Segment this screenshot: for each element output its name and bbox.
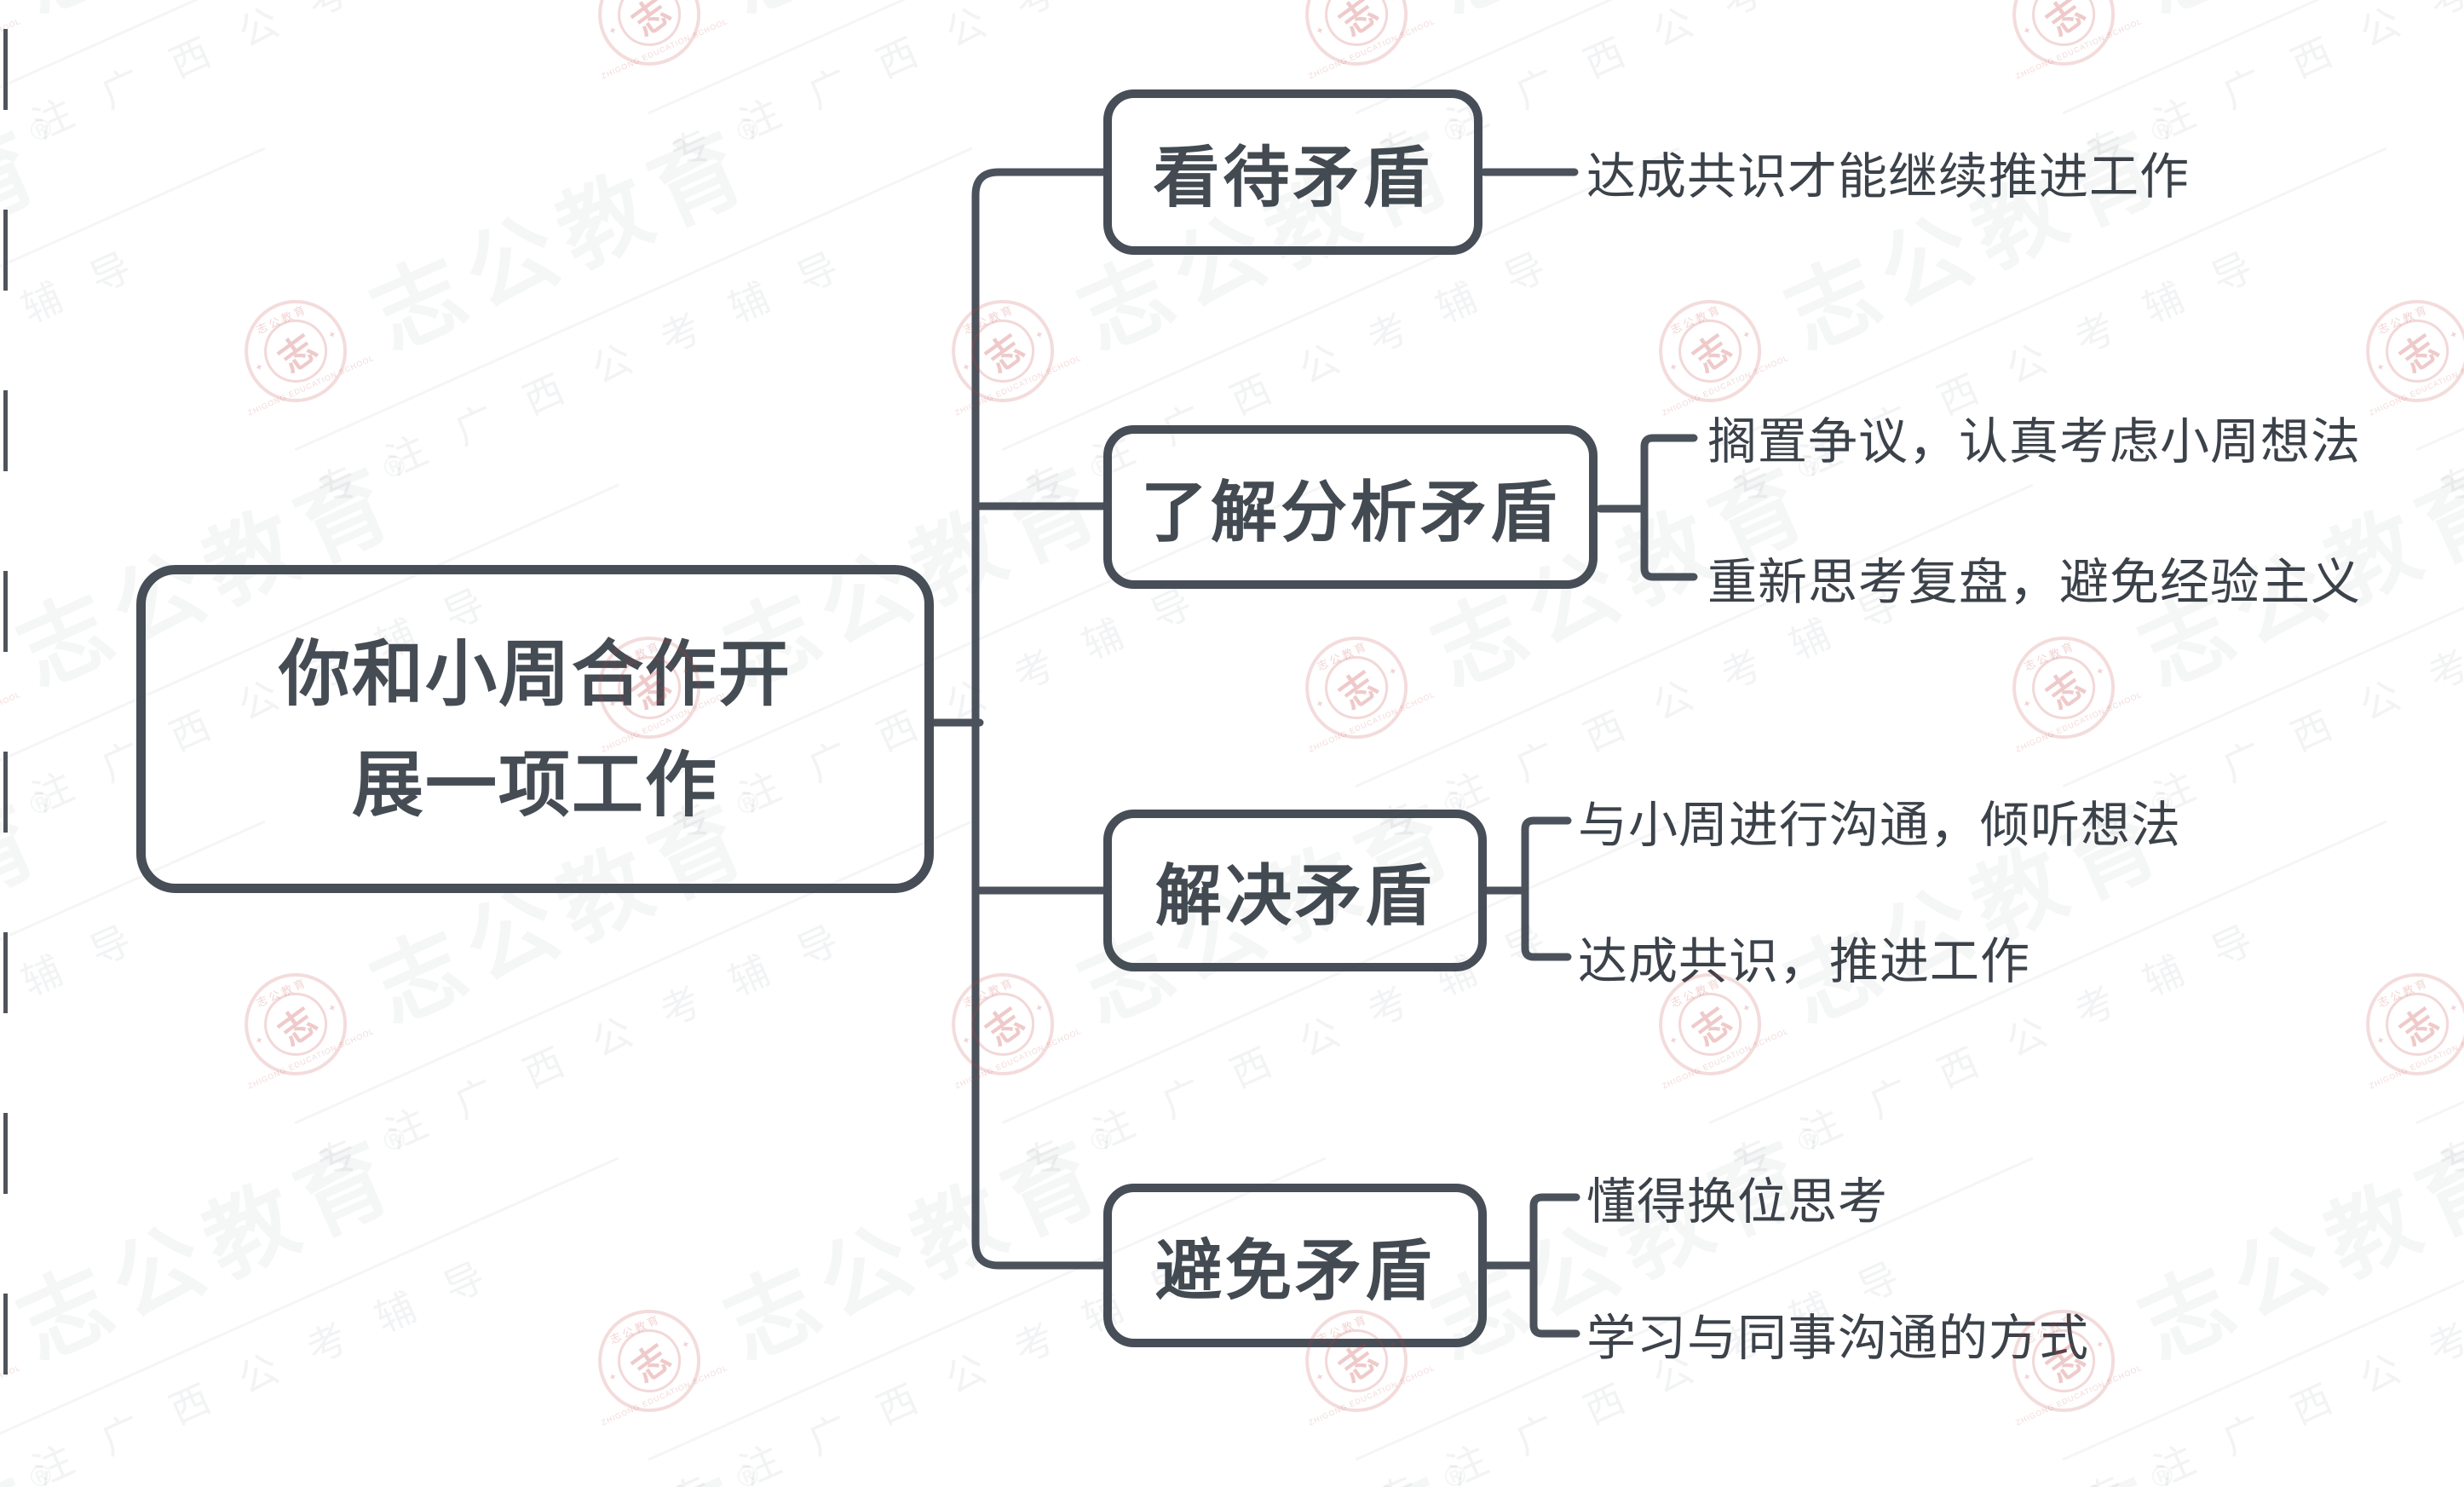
connector-bracket-branch-2 xyxy=(1596,434,1698,581)
leaf-text: 学习与同事沟通的方式 xyxy=(1586,1311,2090,1366)
root-node: 你和小周合作开 展一项工作 xyxy=(136,565,934,893)
branch-node-analyze-conflict: 了解分析矛盾 xyxy=(1103,425,1598,589)
leaf-text: 搁置争议，认真考虑小周想法 xyxy=(1707,414,2362,470)
branch-label: 看待矛盾 xyxy=(1153,140,1433,215)
branch-node-avoid-conflict: 避免矛盾 xyxy=(1103,1184,1487,1347)
leaf-text: 达成共识才能继续推进工作 xyxy=(1586,149,2191,205)
branch-label: 解决矛盾 xyxy=(1154,858,1435,933)
leaf-text: 重新思考复盘，避免经验主义 xyxy=(1707,555,2362,610)
connector-bracket-branch-3 xyxy=(1480,816,1572,961)
branch-label: 了解分析矛盾 xyxy=(1140,475,1560,550)
leaf-text: 与小周进行沟通，倾听想法 xyxy=(1578,798,2182,853)
root-label-line-2: 展一项工作 xyxy=(351,744,718,825)
connector-trunk xyxy=(971,168,1112,1270)
branch-label: 避免矛盾 xyxy=(1154,1233,1435,1308)
leaf-text: 懂得换位思考 xyxy=(1586,1174,1889,1230)
branch-node-view-conflict: 看待矛盾 xyxy=(1103,89,1482,255)
leaf-text: 达成共识，推进工作 xyxy=(1578,934,2031,989)
connector-bracket-branch-4 xyxy=(1480,1193,1580,1338)
root-label-line-1: 你和小周合作开 xyxy=(278,633,792,714)
branch-node-resolve-conflict: 解决矛盾 xyxy=(1103,810,1487,971)
page-edge-dashed-line xyxy=(3,29,8,1448)
